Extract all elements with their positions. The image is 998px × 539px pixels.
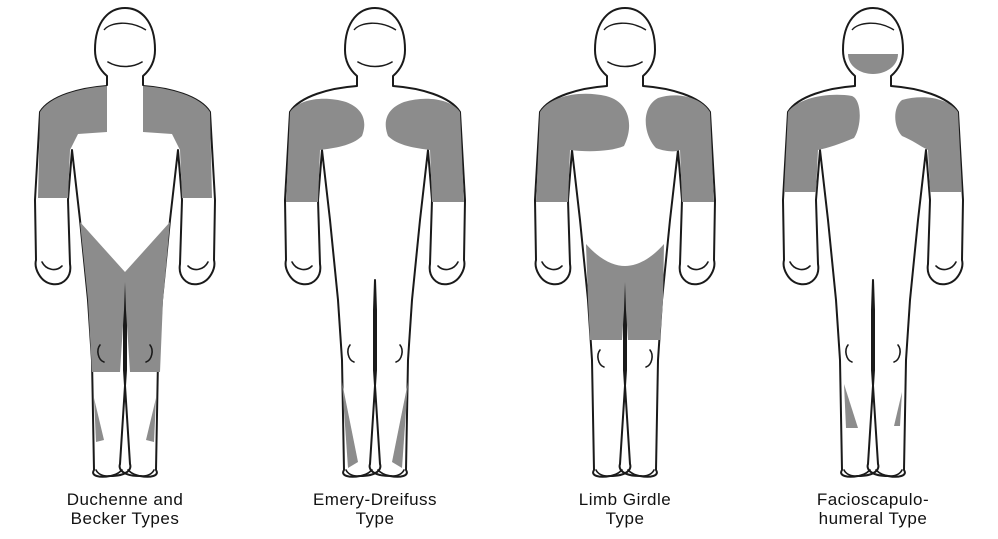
- figure-caption: Duchenne and Becker Types: [0, 490, 250, 528]
- figure-facioscapulohumeral: Facioscapulo- humeral Type: [748, 0, 998, 539]
- figure-caption: Limb Girdle Type: [500, 490, 750, 528]
- body-diagram-duchenne: [0, 0, 250, 490]
- caption-line: Becker Types: [0, 509, 250, 528]
- body-diagram-emery-dreifuss: [250, 0, 500, 490]
- caption-line: Duchenne and: [0, 490, 250, 509]
- body-diagram-limb-girdle: [500, 0, 750, 490]
- caption-line: Limb Girdle: [500, 490, 750, 509]
- caption-line: Type: [500, 509, 750, 528]
- caption-line: humeral Type: [748, 509, 998, 528]
- caption-line: Emery-Dreifuss: [250, 490, 500, 509]
- caption-line: Type: [250, 509, 500, 528]
- figure-duchenne-becker: Duchenne and Becker Types: [0, 0, 250, 539]
- caption-line: Facioscapulo-: [748, 490, 998, 509]
- figure-limb-girdle: Limb Girdle Type: [500, 0, 750, 539]
- figure-caption: Facioscapulo- humeral Type: [748, 490, 998, 528]
- figure-caption: Emery-Dreifuss Type: [250, 490, 500, 528]
- figure-emery-dreifuss: Emery-Dreifuss Type: [250, 0, 500, 539]
- body-diagram-facioscapulohumeral: [748, 0, 998, 490]
